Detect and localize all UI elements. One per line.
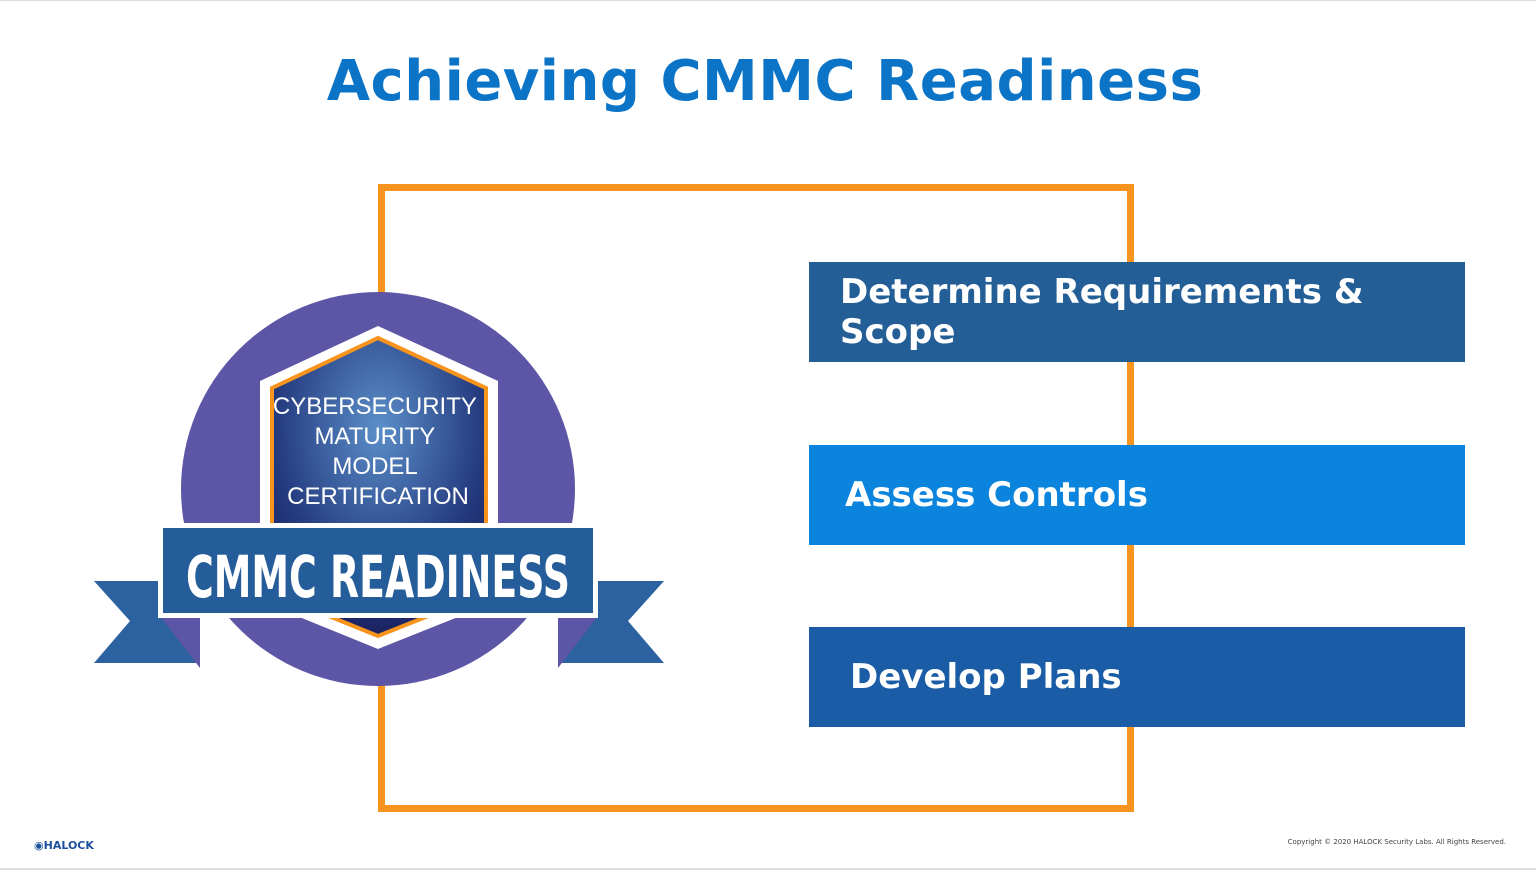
slide-title: Achieving CMMC Readiness: [326, 49, 1204, 114]
halock-logo: ◉HALOCK: [34, 839, 94, 852]
cmmc-badge: CYBERSECURITY MATURITY MODEL CERTIFICATI…: [94, 292, 664, 686]
step-label: Assess Controls: [845, 475, 1148, 515]
badge-line: MATURITY: [314, 423, 435, 450]
copyright: Copyright © 2020 HALOCK Security Labs. A…: [1287, 838, 1506, 846]
step-develop-plans: Develop Plans: [809, 627, 1465, 727]
ribbon-left-tail: [94, 581, 200, 663]
step-assess-controls: Assess Controls: [809, 445, 1465, 545]
ribbon-right-tail: [558, 581, 664, 663]
badge-line: MODEL: [332, 453, 417, 480]
step-label: Develop Plans: [850, 657, 1122, 697]
step-label: Determine Requirements & Scope: [840, 272, 1364, 352]
badge-banner-text: CMMC READINESS: [186, 543, 570, 611]
badge-line: CYBERSECURITY: [273, 393, 477, 420]
step-determine-requirements: Determine Requirements & Scope: [809, 262, 1465, 362]
badge-line: CERTIFICATION: [287, 483, 469, 510]
svg-text:CYBERSECURITY MATURITY M: CYBERSECURITY MATURITY MODEL CERTIFICATI…: [273, 393, 483, 510]
